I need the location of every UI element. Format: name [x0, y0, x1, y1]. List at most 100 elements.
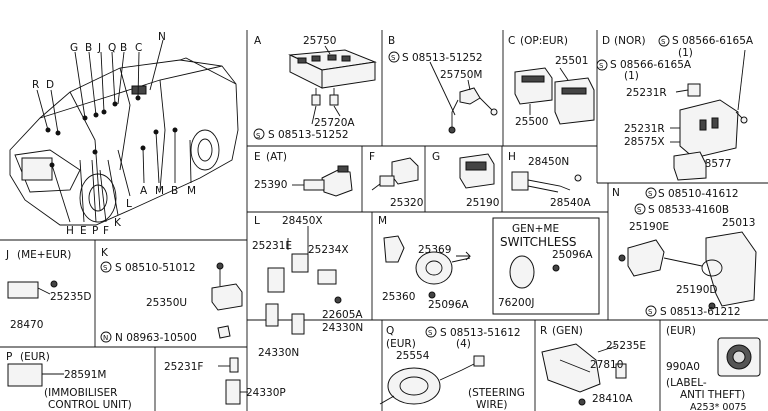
section-q-variant: (EUR): [386, 338, 416, 350]
svg-text:S: S: [103, 264, 108, 272]
section-l-letter: L: [254, 215, 260, 227]
section-d-part-2: (1): [678, 47, 693, 59]
section-d-part-6: 25231R: [624, 123, 665, 135]
callout-l: L: [126, 198, 132, 210]
section-m-part-2: 25360: [382, 291, 415, 303]
section-f-letter: F: [369, 151, 375, 163]
screw-symbol-d1: [658, 35, 670, 47]
section-g-letter: G: [432, 151, 440, 163]
section-c-letter: C: [508, 35, 515, 47]
screw-symbol-n3: [645, 305, 657, 317]
section-d-part-4: (1): [624, 70, 639, 82]
section-k-drawing: [211, 262, 243, 339]
svg-text:S: S: [648, 308, 653, 316]
callout-g: G: [70, 42, 78, 54]
svg-text:S: S: [256, 132, 261, 140]
section-h-part-1: 28450N: [528, 156, 569, 168]
nut-symbol-k: [100, 331, 112, 343]
section-n-part-4: 25013: [722, 217, 755, 229]
callout-f: F: [103, 225, 109, 237]
callout-n: N: [158, 31, 166, 43]
section-r-letter: R: [540, 325, 547, 337]
figure-code: A253* 0075: [690, 402, 747, 411]
section-d-part-5: 25231R: [626, 87, 667, 99]
section-k-part-2: 25350U: [146, 297, 187, 309]
section-h-letter: H: [508, 151, 516, 163]
section-n-part-2: S 08533-4160B: [648, 204, 729, 216]
section-c-variant: (OP:EUR): [520, 35, 568, 47]
section-c-drawing: [514, 67, 595, 125]
screw-symbol-d2: [596, 59, 608, 71]
section-eur-part-1: 990A0: [666, 361, 700, 373]
section-e-letter: E: [254, 151, 261, 163]
section-p-variant: (EUR): [20, 351, 50, 363]
section-d-part-3: S 08566-6165A: [610, 59, 692, 71]
section-l-drawing: [265, 226, 342, 335]
section-n-part-5: 25190D: [676, 284, 718, 296]
switchless-part-1: 25096A: [552, 249, 593, 261]
section-a-part-2: 25720A: [314, 117, 355, 129]
section-q-letter: Q: [386, 325, 394, 337]
callout-c: C: [135, 42, 142, 54]
section-n-part-3: 25190E: [629, 221, 669, 233]
section-d-drawing: [670, 49, 748, 181]
vehicle-overview: [9, 39, 239, 226]
callout-h: H: [66, 225, 74, 237]
callout-b2: B: [120, 42, 127, 54]
callout-e: E: [80, 225, 87, 237]
screw-symbol-k: [100, 261, 112, 273]
callout-p: P: [92, 225, 98, 237]
section-m-letter: M: [378, 215, 387, 227]
section-r-drawing: [541, 343, 627, 406]
section-p2-drawing: [218, 357, 248, 405]
section-eur-variant: (EUR): [666, 325, 696, 337]
section-q-part-3: 25554: [396, 350, 430, 362]
section-j-variant: (ME+EUR): [17, 249, 71, 261]
section-h-part-2: 28540A: [550, 197, 591, 209]
section-q-part-1: S 08513-51612: [440, 327, 521, 339]
callout-b: B: [85, 42, 92, 54]
section-h-drawing: [511, 171, 582, 193]
screw-symbol-b: [388, 51, 400, 63]
section-d-part-1: S 08566-6165A: [672, 35, 754, 47]
section-l-part-6: 24330N: [258, 347, 299, 359]
section-d-variant: (NOR): [614, 35, 646, 47]
section-p-part-1: 28591M: [64, 369, 106, 381]
section-c-part-1: 25501: [555, 55, 588, 67]
svg-text:S: S: [599, 62, 604, 70]
section-e-variant: (AT): [266, 151, 287, 163]
section-d-letter: D: [602, 35, 610, 47]
section-n-drawing: [618, 231, 757, 310]
svg-text:S: S: [391, 54, 396, 62]
switchless-line-2: SWITCHLESS: [500, 235, 577, 249]
section-eur-caption-2: ANTI THEFT): [680, 389, 745, 401]
section-k-letter: K: [101, 247, 109, 259]
panel-grid: [0, 30, 768, 411]
section-j-letter: J: [5, 249, 9, 261]
section-f-drawing: [371, 157, 419, 191]
section-m-drawing: [383, 235, 472, 299]
callout-j: J: [97, 42, 101, 54]
section-r-variant: (GEN): [552, 325, 583, 337]
section-l-part-2: 25231E: [252, 240, 292, 252]
section-e-part-1: 25390: [254, 179, 287, 191]
section-c-part-2: 25500: [515, 116, 548, 128]
svg-text:S: S: [661, 38, 666, 46]
switchless-part-2: 76200J: [498, 297, 535, 309]
svg-text:N: N: [103, 334, 108, 342]
section-eur-caption-1: (LABEL-: [666, 377, 707, 389]
switchless-inset: [492, 217, 600, 315]
section-b-part-1: S 08513-51252: [402, 52, 483, 64]
section-n-letter: N: [612, 187, 620, 199]
section-q-caption-1: (STEERING: [468, 387, 525, 399]
section-n-part-1: S 08510-41612: [658, 188, 739, 200]
callout-k: K: [114, 217, 122, 229]
callout-m: M: [155, 185, 164, 197]
section-g-drawing: [459, 153, 495, 189]
callout-a: A: [140, 185, 148, 197]
section-a-part-1: 25750: [303, 35, 336, 47]
svg-text:S: S: [648, 190, 653, 198]
section-q-part-2: (4): [456, 338, 471, 350]
